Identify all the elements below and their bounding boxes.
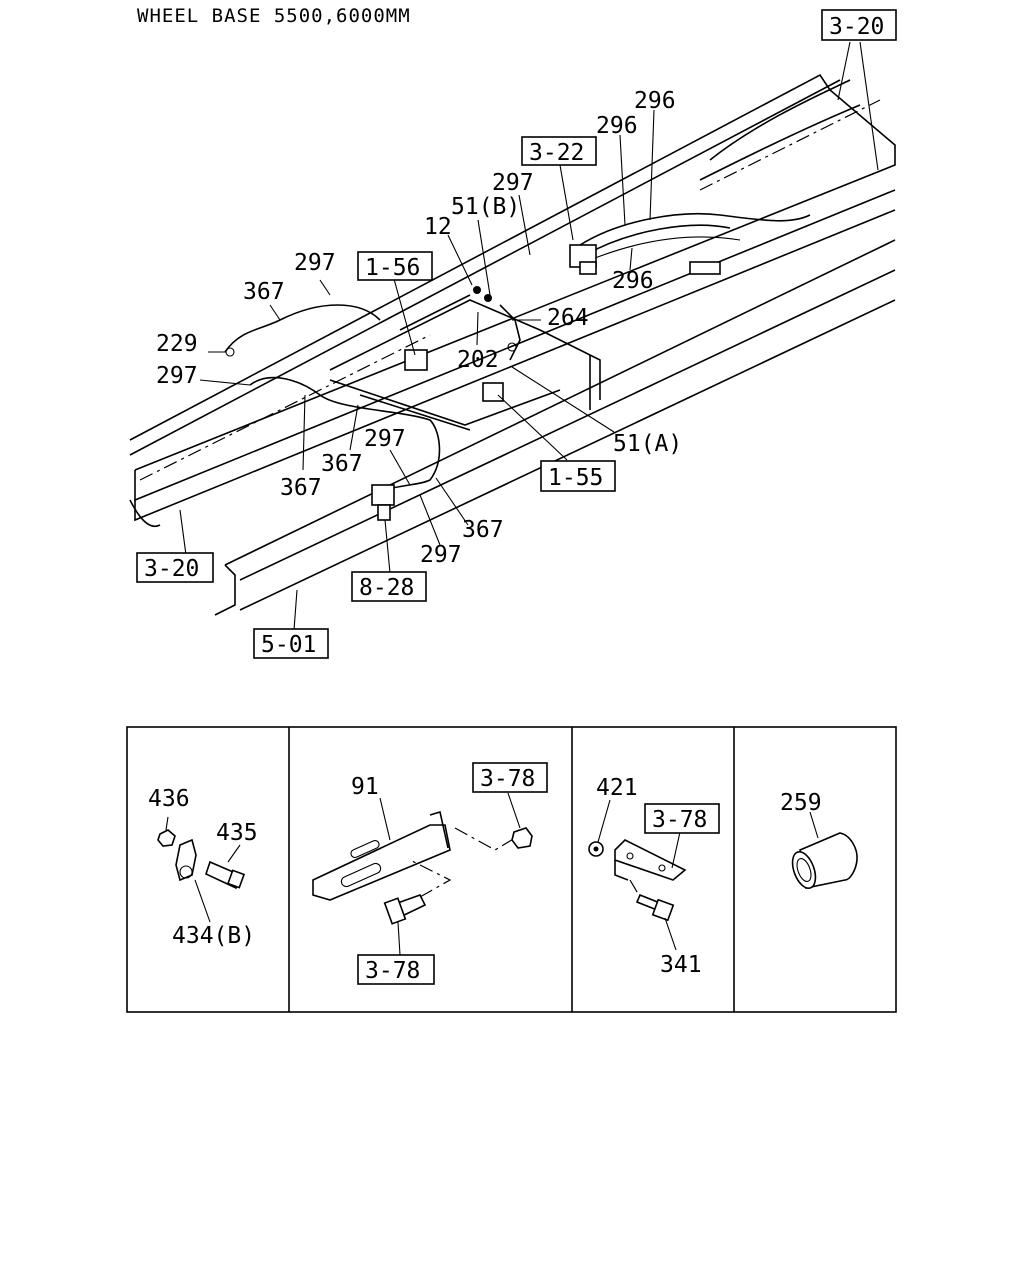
ref-box-3-78[interactable]: 3-78 xyxy=(472,762,548,793)
ref-label: 3-20 xyxy=(829,14,884,40)
part-label-51a[interactable]: 51(A) xyxy=(613,431,682,457)
part-label-435[interactable]: 435 xyxy=(216,820,258,846)
part-label-259[interactable]: 259 xyxy=(780,790,822,816)
part-label-296[interactable]: 296 xyxy=(596,113,638,139)
ref-label: 5-01 xyxy=(261,632,316,658)
detail-panel-bracket: 91 3-78 3-78 xyxy=(312,762,548,985)
part-label-421[interactable]: 421 xyxy=(596,775,638,801)
ref-box-3-20-top[interactable]: 3-20 xyxy=(821,9,897,41)
part-label-297[interactable]: 297 xyxy=(156,363,198,389)
part-label-297[interactable]: 297 xyxy=(420,542,462,568)
part-label-91[interactable]: 91 xyxy=(351,774,379,800)
ref-box-3-22[interactable]: 3-22 xyxy=(521,136,597,166)
ref-label: 3-78 xyxy=(365,958,420,984)
part-label-367[interactable]: 367 xyxy=(280,475,322,501)
part-label-434b[interactable]: 434(B) xyxy=(172,923,255,949)
part-label-367[interactable]: 367 xyxy=(462,517,504,543)
ref-label: 3-20 xyxy=(144,556,199,582)
ref-box-1-55[interactable]: 1-55 xyxy=(540,460,616,492)
ref-box-8-28[interactable]: 8-28 xyxy=(351,571,427,602)
frame-assembly-drawing xyxy=(129,73,896,616)
detail-panel-clip: 436 435 434(B) xyxy=(148,786,258,949)
ref-label: 1-56 xyxy=(365,255,420,281)
part-label-367[interactable]: 367 xyxy=(243,279,285,305)
ref-box-5-01[interactable]: 5-01 xyxy=(253,628,329,659)
detail-panel-collar: 259 xyxy=(780,790,858,889)
detail-panel-small-bracket: 421 341 3-78 xyxy=(588,775,720,978)
detail-panels xyxy=(126,726,897,1013)
part-label-51b[interactable]: 51(B) xyxy=(451,194,520,220)
part-label-229[interactable]: 229 xyxy=(156,331,198,357)
part-label-202[interactable]: 202 xyxy=(457,347,499,373)
part-label-436[interactable]: 436 xyxy=(148,786,190,812)
part-label-341[interactable]: 341 xyxy=(660,952,702,978)
ref-box-3-20-bottom[interactable]: 3-20 xyxy=(136,552,214,583)
part-label-367[interactable]: 367 xyxy=(321,451,363,477)
part-label-296[interactable]: 296 xyxy=(634,88,676,114)
ref-box-3-78[interactable]: 3-78 xyxy=(644,803,720,834)
ref-label: 1-55 xyxy=(548,465,603,491)
part-label-297[interactable]: 297 xyxy=(492,170,534,196)
ref-box-3-78[interactable]: 3-78 xyxy=(357,954,435,985)
part-label-264[interactable]: 264 xyxy=(547,305,589,331)
part-label-297[interactable]: 297 xyxy=(294,250,336,276)
ref-label: 3-22 xyxy=(529,140,584,166)
ref-label: 8-28 xyxy=(359,575,414,601)
ref-label: 3-78 xyxy=(480,766,535,792)
part-label-12[interactable]: 12 xyxy=(424,214,452,240)
part-label-296[interactable]: 296 xyxy=(612,268,654,294)
ref-box-1-56[interactable]: 1-56 xyxy=(357,251,433,281)
part-label-297[interactable]: 297 xyxy=(364,426,406,452)
leader-lines xyxy=(179,41,879,631)
ref-label: 3-78 xyxy=(652,807,707,833)
diagram-title: WHEEL BASE 5500,6000MM xyxy=(137,5,411,27)
